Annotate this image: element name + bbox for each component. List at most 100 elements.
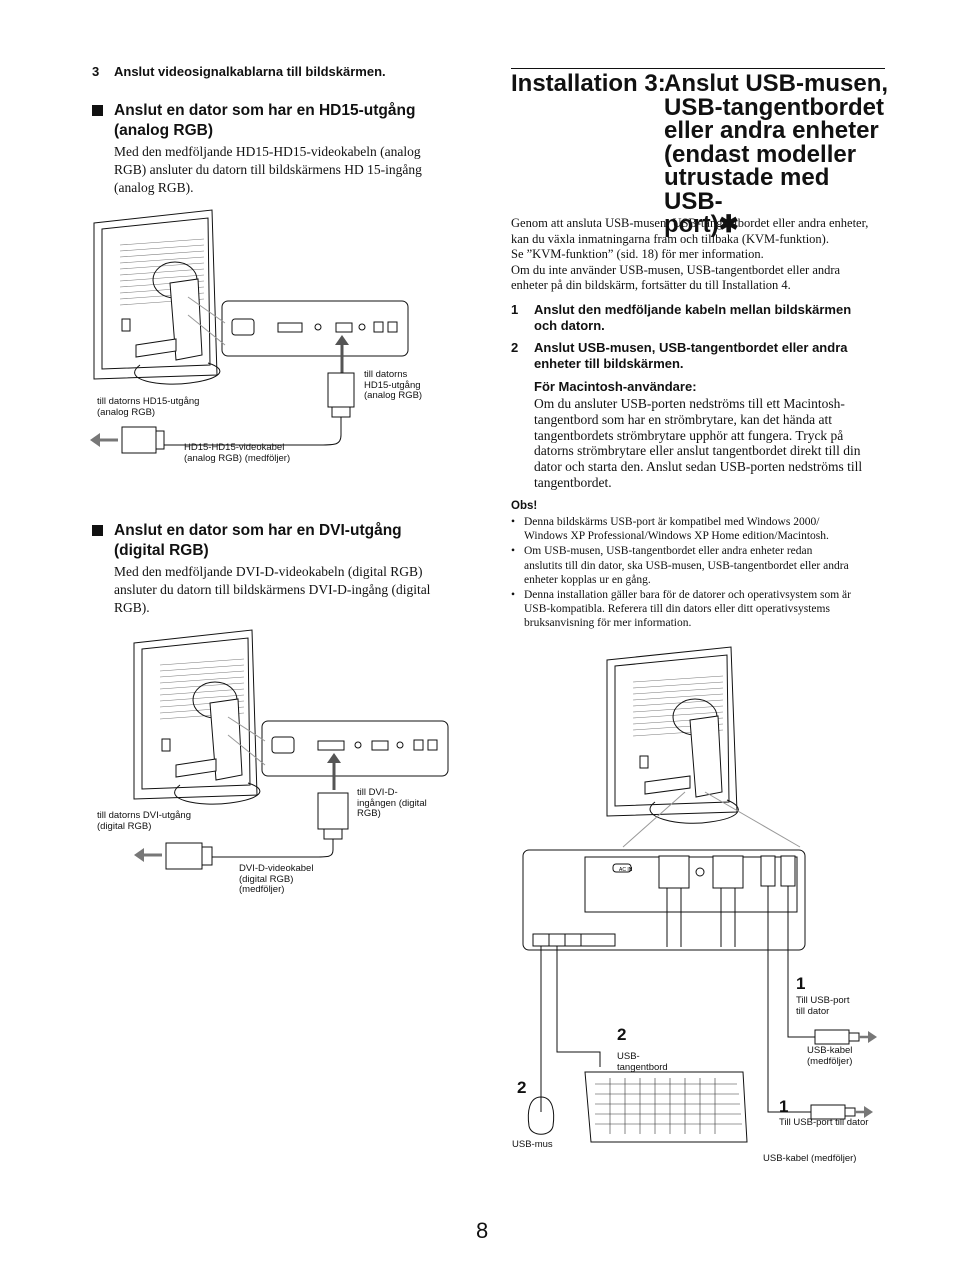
label-pc-output: till datorns HD15-utgång (analog RGB) (97, 396, 200, 418)
mac-line: tangentbord som har en strömbrytare, kan… (534, 411, 833, 427)
mac-text: Om du ansluter USB-porten nedströms till… (534, 396, 894, 491)
step-line: Anslut USB-musen, USB-tangentbordet elle… (534, 340, 848, 355)
square-bullet-icon (92, 105, 103, 116)
note-line: Denna bildskärms USB-port är kompatibel … (524, 516, 820, 528)
heading-line: (analog RGB) (114, 122, 214, 139)
step-number: 3 (92, 64, 100, 79)
mac-line: tangentbordets strömbrytare upphör att f… (534, 427, 844, 443)
note-item: Denna bildskärms USB-port är kompatibel … (511, 515, 896, 543)
label-cable: HD15-HD15-videokabel (analog RGB) (medfö… (184, 442, 291, 464)
page-title-lead: Installation 3: (511, 70, 666, 97)
note-line: Windows XP Professional/Windows XP Home … (524, 530, 829, 543)
body-line: RGB). (114, 600, 150, 615)
step-line: enheter till bildskärmen. (534, 356, 684, 371)
intro-line: enheter på din bildskärm, fortsätter du … (511, 278, 791, 292)
callout-1b: 1 (779, 1097, 789, 1116)
step-1: 1 Anslut den medföljande kabeln mellan b… (511, 302, 894, 334)
label-line: till dator (796, 1005, 830, 1017)
section-heading-hd15: Anslut en dator som har en HD15-utgång (… (92, 101, 464, 141)
label-usb-cable: USB-kabel (medföljer) (807, 1045, 853, 1067)
title-line: eller andra enheter (664, 117, 879, 144)
label-line: (digital RGB) (97, 820, 152, 832)
label-line: RGB) (357, 808, 381, 819)
step-2: 2 Anslut USB-musen, USB-tangentbordet el… (511, 340, 894, 372)
label-line: till DVI-D- (357, 787, 398, 798)
note-line: bruksanvisning för mer information. (524, 617, 692, 630)
usb-connection-diagram: AC IN (522, 646, 877, 1143)
callout-2a: 2 (617, 1025, 627, 1044)
hd15-connection-diagram (90, 209, 409, 454)
note-line: enheter kopplas ur en gång. (524, 573, 651, 586)
section-body-hd15: Med den medföljande HD15-HD15-videokabel… (114, 143, 464, 197)
heading-line: Anslut en dator som har en DVI-utgång (114, 522, 402, 539)
mac-line: dator och starta den. Anslut sedan USB-p… (534, 459, 863, 475)
title-rule (511, 68, 885, 69)
note-line: Om USB-musen, USB-tangentbordet eller an… (524, 545, 813, 558)
label-line: till datorns DVI-utgång (97, 810, 191, 821)
label-line: (digital RGB) (239, 873, 294, 885)
section-body-dvi: Med den medföljande DVI-D-videokabeln (d… (114, 563, 464, 617)
label-line: DVI-D-videokabel (239, 863, 314, 874)
square-bullet-icon (92, 525, 103, 536)
label-usb-port-pc: Till USB-port till dator (796, 995, 850, 1017)
label-usb-port-pc: Till USB-port till dator (779, 1117, 869, 1128)
body-line: ansluter du datorn till bildskärmens DVI… (114, 582, 431, 597)
intro-line: kan du växla inmatningarna fram och till… (511, 231, 829, 246)
dvi-connection-diagram (133, 629, 449, 870)
section-heading-dvi: Anslut en dator som har en DVI-utgång (d… (92, 521, 464, 561)
step-3: 3 Anslut videosignalkablarna till bildskä… (92, 64, 452, 79)
label-line: till datorns HD15-utgång (97, 396, 200, 407)
note-line: anslutits till din dator, ska USB-musen,… (524, 559, 849, 572)
label-monitor-input: till datorns HD15-utgång (analog RGB) (364, 369, 423, 402)
notes-heading: Obs! (511, 500, 538, 512)
label-line: (analog RGB) (97, 406, 156, 418)
body-line: Med den medföljande HD15-HD15-videokabel… (114, 144, 421, 159)
label-line: USB-kabel (807, 1045, 853, 1056)
intro-line: Om du inte använder USB-musen, USB-tange… (511, 262, 841, 277)
label-line: (analog RGB) (medföljer) (184, 452, 291, 464)
heading-line: (digital RGB) (114, 542, 209, 559)
label-usb-keyboard: USB- tangentbord (617, 1051, 668, 1073)
label-line: till datorns (364, 369, 408, 380)
label-line: (medföljer) (807, 1055, 853, 1067)
label-line: HD15-HD15-videokabel (184, 442, 285, 453)
callout-1a: 1 (796, 974, 806, 993)
body-line: RGB) ansluter du datorn till bildskärmen… (114, 162, 422, 177)
label-line: ingången (digital (357, 797, 427, 809)
body-line: Med den medföljande DVI-D-videokabeln (d… (114, 564, 423, 579)
step-text: Anslut videosignalkablarna till bildskär… (114, 64, 386, 79)
label-pc-output: till datorns DVI-utgång (digital RGB) (97, 810, 191, 832)
label-line: Till USB-port (796, 995, 850, 1006)
title-line: USB-tangentbordet (664, 93, 884, 121)
label-monitor-input: till DVI-D- ingången (digital RGB) (357, 787, 427, 820)
label-usb-mouse: USB-mus (512, 1139, 553, 1150)
intro-line: Se ”KVM-funktion” (sid. 18) för mer info… (511, 247, 764, 261)
notes-list: Denna bildskärms USB-port är kompatibel … (511, 515, 896, 632)
step-number: 1 (511, 302, 519, 317)
title-line: utrustade med USB- (664, 164, 830, 215)
callout-2b: 2 (517, 1078, 527, 1097)
title-line: (endast modeller (664, 140, 857, 168)
intro-line: Genom att ansluta USB-musen, USB-tangent… (511, 216, 869, 230)
label-line: tangentbord (617, 1061, 668, 1073)
note-item: Om USB-musen, USB-tangentbordet eller an… (511, 544, 896, 587)
step-line: Anslut den medföljande kabeln mellan bil… (534, 302, 852, 317)
page-title: Anslut USB-musen, USB-tangentbordet elle… (664, 72, 894, 237)
mac-line: Om du ansluter USB-porten nedströms till… (534, 396, 845, 411)
heading-line: Anslut en dator som har en HD15-utgång (114, 102, 416, 119)
step-number: 2 (511, 340, 519, 355)
body-line: (analog RGB). (114, 180, 194, 195)
note-item: Denna installation gäller bara för de da… (511, 588, 896, 631)
label-line: (medföljer) (239, 884, 285, 895)
ac-in-label: AC IN (619, 867, 633, 873)
label-line: USB- (617, 1051, 640, 1062)
label-usb-cable: USB-kabel (medföljer) (763, 1153, 857, 1164)
note-line: USB-kompatibla. Referera till din dators… (524, 603, 830, 616)
label-line: HD15-utgång (364, 379, 421, 391)
mac-line: datorns strömbrytare eller anslut tangen… (534, 443, 861, 459)
page-number: 8 (476, 1218, 489, 1243)
label-line: (analog RGB) (364, 390, 423, 401)
mac-line: tangentbordet. (534, 474, 612, 490)
title-line: port)✱ (664, 211, 739, 238)
mac-heading: För Macintosh-användare: (534, 379, 697, 394)
